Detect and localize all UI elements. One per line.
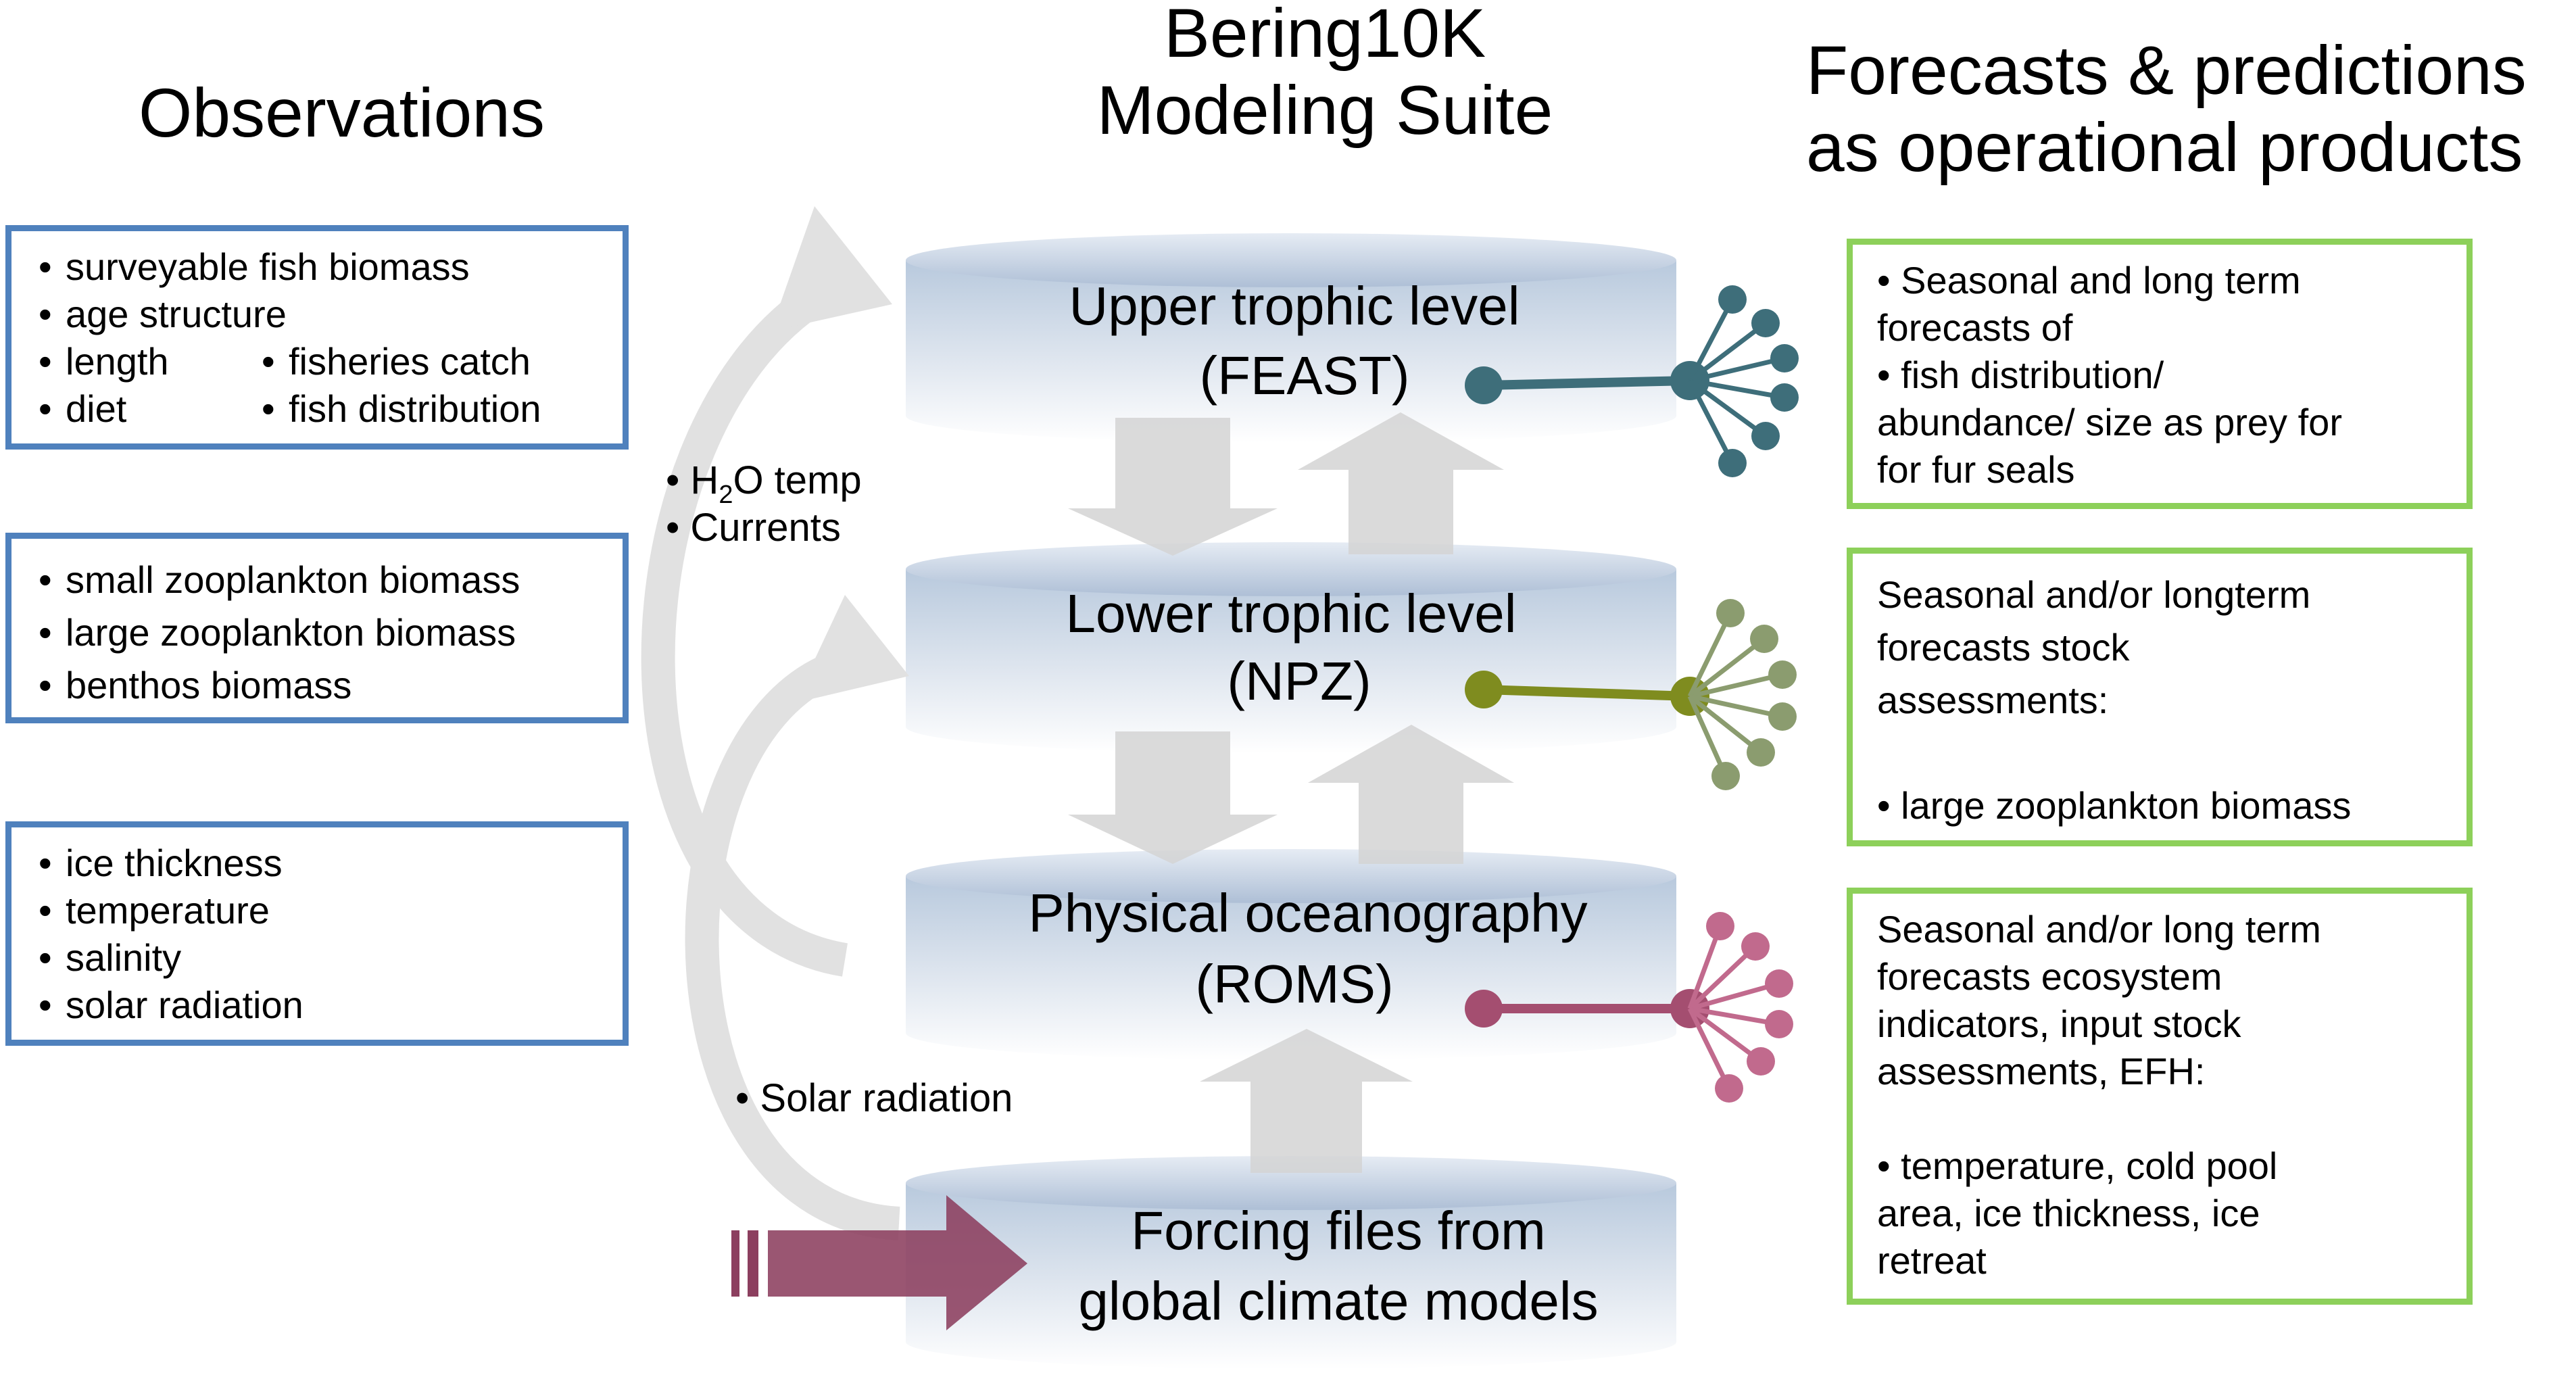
layer-physical-name: Physical oceanography <box>1028 883 1587 943</box>
flow-label-solar-radiation: • Solar radiation <box>735 1076 1013 1120</box>
obs-item: •solar radiation <box>39 984 303 1026</box>
forecast-line: for fur seals <box>1877 448 2075 491</box>
cylinder-forcing-files <box>906 1156 1676 1369</box>
forecast-line: area, ice thickness, ice <box>1877 1192 2260 1234</box>
forcing-stripe-2 <box>748 1230 758 1297</box>
layer-upper-name: Upper trophic level <box>1069 276 1520 336</box>
obs-item: •temperature <box>39 889 270 932</box>
flow-arrow-physical-to-upper <box>641 287 848 977</box>
obs-item: •large zooplankton biomass <box>39 611 516 654</box>
forcing-stripe-1 <box>731 1230 739 1297</box>
forecast-line: retreat <box>1877 1239 1987 1282</box>
up-arrow-physical-to-lower <box>1308 725 1514 864</box>
forecast-line: • temperature, cold pool <box>1877 1144 2278 1187</box>
flow-arrow-head-lower <box>794 595 909 703</box>
heading-modeling-suite: Bering10K Modeling Suite <box>1075 0 1575 149</box>
forecast-line: Seasonal and/or long term <box>1877 908 2321 950</box>
flow-arrow-head-upper <box>771 206 892 331</box>
heading-forecasts-line1: Forecasts & predictions <box>1806 32 2527 109</box>
forecast-line: • Seasonal and long term <box>1877 259 2301 301</box>
forcing-input-arrow <box>768 1195 1027 1330</box>
flow-label-currents: • Currents <box>666 506 841 550</box>
forecast-line: assessments: <box>1877 679 2109 721</box>
connector-npz <box>1465 599 1797 790</box>
layer-upper-model: (FEAST) <box>1199 345 1409 406</box>
heading-suite-line1: Bering10K <box>1163 0 1486 72</box>
forecast-line: • large zooplankton biomass <box>1877 784 2352 827</box>
layer-lower-name: Lower trophic level <box>1066 583 1517 644</box>
forecast-line <box>1877 1095 2466 1142</box>
heading-forecasts-line2: as operational products <box>1806 109 2523 186</box>
forecast-line <box>1877 727 2466 779</box>
observation-box-physical: •ice thickness •temperature •salinity •s… <box>5 821 629 1046</box>
obs-item: •salinity <box>39 936 182 979</box>
forecast-line: assessments, EFH: <box>1877 1050 2206 1092</box>
layer-forcing-line2: global climate models <box>1078 1271 1598 1331</box>
obs-item: •age structure <box>39 293 287 335</box>
layer-physical-model: (ROMS) <box>1195 954 1393 1014</box>
connector-roms <box>1465 912 1793 1103</box>
forecast-line: indicators, input stock <box>1877 1003 2241 1045</box>
forecast-line: Seasonal and/or longterm <box>1877 573 2311 616</box>
up-arrow-lower-to-upper <box>1298 412 1504 554</box>
layer-forcing-line1: Forcing files from <box>1131 1201 1545 1261</box>
cylinder-lower-trophic <box>906 542 1676 754</box>
observation-box-zooplankton: •small zooplankton biomass •large zoopla… <box>5 533 629 723</box>
observation-box-fish: •surveyable fish biomass •age structure … <box>5 225 629 450</box>
obs-item: •surveyable fish biomass <box>39 245 470 288</box>
forecast-line: forecasts stock <box>1877 626 2130 669</box>
up-arrow-forcing-to-physical <box>1200 1029 1413 1173</box>
forecast-line: forecasts ecosystem <box>1877 955 2222 998</box>
cylinder-upper-trophic <box>906 233 1676 443</box>
forecast-box-ecosystem: Seasonal and/or long term forecasts ecos… <box>1847 888 2473 1305</box>
heading-forecasts: Forecasts & predictions as operational p… <box>1806 32 2527 186</box>
down-arrow-upper-to-lower <box>1068 418 1278 556</box>
layer-lower-model: (NPZ) <box>1227 651 1371 711</box>
obs-item: •ice thickness <box>39 842 283 884</box>
down-arrow-lower-to-physical <box>1068 731 1278 864</box>
obs-item: •length•fisheries catch <box>39 340 531 383</box>
forecast-line: • fish distribution/ <box>1877 354 2164 396</box>
forecast-box-zooplankton: Seasonal and/or longterm forecasts stock… <box>1847 548 2473 846</box>
heading-suite-line2: Modeling Suite <box>1096 72 1553 149</box>
obs-item: •small zooplankton biomass <box>39 558 520 601</box>
connector-feast <box>1465 285 1799 477</box>
heading-observations: Observations <box>139 74 545 151</box>
flow-arrow-forcing-to-lower <box>685 653 900 1240</box>
obs-item: •benthos biomass <box>39 664 352 706</box>
forecast-line: abundance/ size as prey for <box>1877 401 2342 443</box>
obs-item: •diet•fish distribution <box>39 387 541 430</box>
forecast-line: forecasts of <box>1877 306 2073 349</box>
flow-label-h2o-temp: • H2O temp <box>666 458 862 509</box>
forecast-box-fish: • Seasonal and long term forecasts of • … <box>1847 239 2473 509</box>
